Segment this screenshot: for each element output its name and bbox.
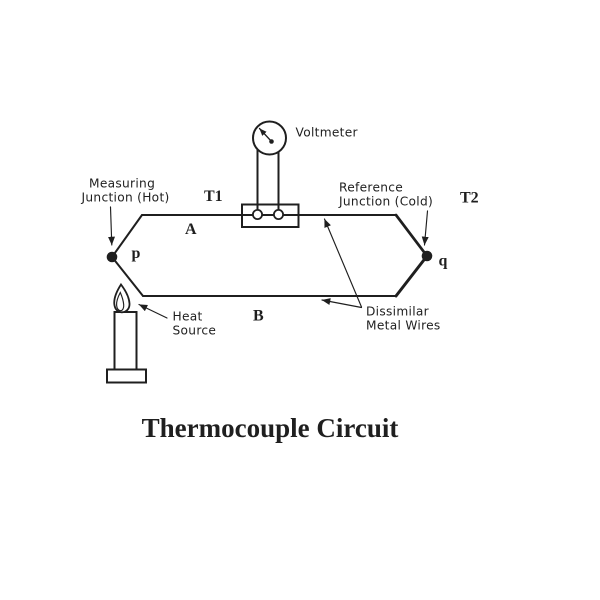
diagram-title: Thermocouple Circuit	[142, 413, 399, 443]
t1-label: T1	[204, 188, 223, 205]
dissimilar-wires-label-line1: Dissimilar	[366, 305, 430, 319]
circuit-loop	[111, 213, 429, 298]
wire-q-to-bottom	[394, 254, 429, 298]
measuring-junction-label-line1: Measuring	[89, 177, 155, 191]
candle-body	[113, 311, 138, 371]
candle-flame-inner	[115, 291, 125, 312]
junction-point-q	[421, 250, 433, 262]
point-q-label: q	[439, 253, 448, 270]
t2-label: T2	[460, 190, 479, 207]
reference-junction-label-line2: Junction (Cold)	[338, 195, 433, 209]
voltmeter-dial	[252, 120, 287, 156]
dissimilar-wires-arrow-top	[323, 218, 363, 308]
wire-bottom-to-p	[111, 256, 144, 297]
dissimilar-wires-label-line2: Metal Wires	[366, 319, 441, 333]
heat-source-arrow	[138, 303, 168, 319]
voltmeter-needle-hub	[269, 139, 274, 144]
measuring-junction-label-line2: Junction (Hot)	[81, 191, 170, 205]
reference-junction-label-line1: Reference	[339, 181, 403, 195]
voltmeter-needle	[258, 127, 273, 143]
point-p-label: p	[132, 245, 141, 262]
terminal-right	[272, 208, 284, 220]
leader-arrows	[108, 206, 429, 319]
terminal-block	[241, 203, 300, 228]
candle	[106, 282, 147, 384]
terminal-block-outline	[241, 203, 300, 228]
terminal-left	[251, 208, 263, 220]
voltmeter-label: Voltmeter	[296, 126, 359, 140]
measuring-junction-arrow	[108, 206, 116, 246]
candle-base	[106, 368, 147, 384]
wire-b-label: B	[253, 308, 264, 325]
wire-p-to-top	[111, 214, 143, 258]
wire-top-to-q	[394, 213, 429, 258]
heat-source-label-line1: Heat	[173, 310, 203, 324]
heat-source-label-line2: Source	[173, 324, 217, 338]
reference-junction-arrow	[421, 210, 429, 246]
wire-a-label: A	[185, 221, 197, 238]
dissimilar-wires-arrow-bottom	[321, 298, 363, 309]
voltmeter	[252, 120, 287, 156]
voltmeter-leads	[256, 149, 280, 210]
junction-point-p	[106, 251, 118, 263]
